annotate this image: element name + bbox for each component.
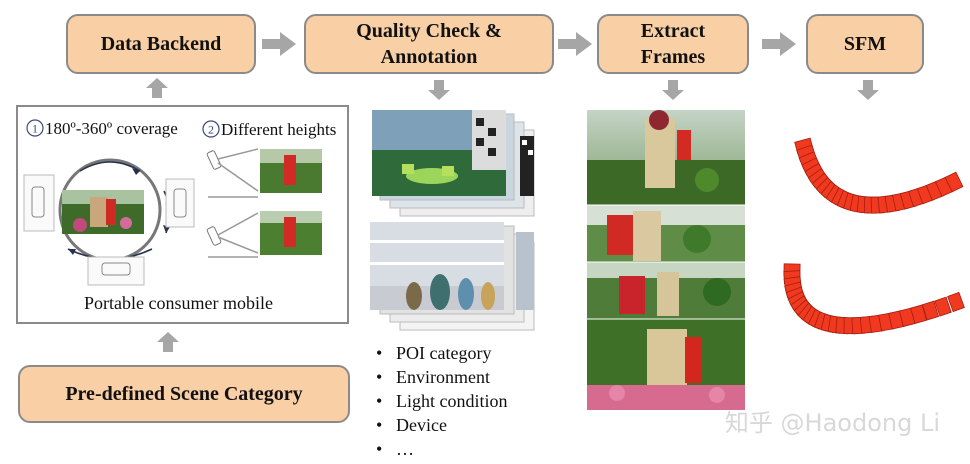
- svg-text:2: 2: [208, 123, 214, 137]
- arrow-right-icon: [262, 32, 296, 56]
- heights-label: Different heights: [221, 120, 337, 139]
- capture-panel: 1 180º-360º coverage 2 Different heights: [16, 105, 349, 324]
- camera-frustum-icon: [910, 304, 928, 325]
- predefined-scene-label: Pre-defined Scene Category: [65, 383, 303, 405]
- extracted-frames: [587, 110, 745, 410]
- annotation-list: POI category Environment Light condition…: [376, 341, 508, 461]
- capture-caption: Portable consumer mobile: [84, 293, 273, 313]
- arrow-up-icon: [146, 78, 168, 98]
- annotation-photos-park: [372, 110, 535, 217]
- arrow-down-icon: [662, 80, 684, 100]
- annotation-photos-store: [370, 222, 535, 331]
- camera-frustum-icon: [947, 291, 965, 313]
- sfm-trajectory-top: [794, 137, 964, 214]
- extract-frames-box: Extract Frames: [597, 14, 749, 74]
- number-circle-icon: 1: [26, 119, 44, 137]
- quality-check-label: Quality Check & Annotation: [356, 20, 502, 68]
- number-circle-icon: 2: [202, 120, 220, 138]
- list-item: POI category: [376, 341, 508, 365]
- list-item: …: [376, 437, 508, 461]
- arrow-right-icon: [558, 32, 592, 56]
- arrow-down-icon: [428, 80, 450, 100]
- data-backend-label: Data Backend: [100, 33, 222, 55]
- predefined-scene-box: Pre-defined Scene Category: [18, 365, 350, 423]
- camera-frustum-icon: [921, 300, 940, 321]
- camera-frustum-icon: [934, 296, 952, 317]
- list-item: Environment: [376, 365, 508, 389]
- sfm-box: SFM: [806, 14, 924, 74]
- coverage-illustration: [23, 158, 195, 286]
- list-item: Device: [376, 413, 508, 437]
- quality-check-box: Quality Check & Annotation: [304, 14, 554, 74]
- camera-frustum-icon: [944, 171, 964, 193]
- sfm-trajectory-bottom: [783, 263, 965, 335]
- list-item: Light condition: [376, 389, 508, 413]
- arrow-up-icon: [157, 332, 179, 352]
- arrow-down-icon: [857, 80, 879, 100]
- extract-frames-label: Extract Frames: [640, 20, 706, 68]
- watermark: 知乎 @Haodong Li: [724, 409, 940, 437]
- svg-text:1: 1: [32, 122, 38, 136]
- heights-illustration: [206, 148, 322, 258]
- sfm-label: SFM: [843, 33, 887, 55]
- arrow-right-icon: [762, 32, 796, 56]
- coverage-label: 180º-360º coverage: [45, 119, 178, 138]
- data-backend-box: Data Backend: [66, 14, 256, 74]
